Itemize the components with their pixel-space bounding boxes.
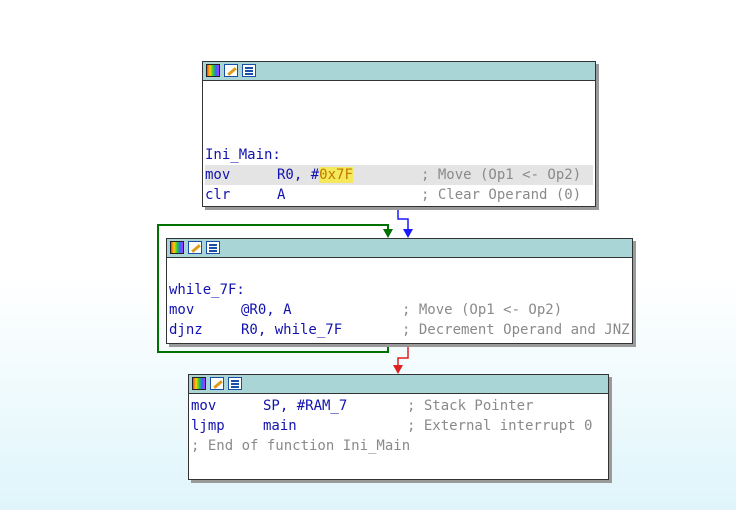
code-line-footer[interactable]: ; End of function Ini_Main <box>191 436 410 456</box>
graph-overview-icon[interactable] <box>206 241 220 254</box>
edit-pencil-icon[interactable] <box>188 241 202 254</box>
block-header[interactable] <box>167 239 632 258</box>
operand[interactable]: A <box>277 187 286 203</box>
graph-overview-icon[interactable] <box>228 377 242 390</box>
edge-main-to-loop-arrow <box>403 229 413 238</box>
end-of-function-comment: ; End of function Ini_Main <box>191 438 411 454</box>
edit-pencil-icon[interactable] <box>210 377 224 390</box>
code-line-label[interactable]: Ini_Main: <box>205 145 281 165</box>
block-header[interactable] <box>189 375 608 394</box>
comment: ; Move (Op1 <- Op2) <box>421 167 582 183</box>
mnemonic[interactable]: ljmp <box>191 418 225 434</box>
mnemonic[interactable]: mov <box>205 167 231 183</box>
code-block-exit[interactable]: mov SP, #RAM_7 ; Stack Pointer ljmp main… <box>188 374 609 480</box>
code-line[interactable]: ljmp main ; External interrupt 0 <box>191 416 592 436</box>
edit-pencil-icon[interactable] <box>224 64 238 77</box>
operand[interactable]: R0, while_7F <box>241 322 343 338</box>
operand[interactable]: SP, #RAM_7 <box>263 398 348 414</box>
code-line-selected[interactable]: mov R0, #0x7F ; Move (Op1 <- Op2) <box>205 165 593 185</box>
code-line[interactable]: mov SP, #RAM_7 ; Stack Pointer <box>191 396 533 416</box>
edge-loop-back <box>157 224 389 353</box>
comment: ; External interrupt 0 <box>407 418 593 434</box>
code-line[interactable]: mov @R0, A ; Move (Op1 <- Op2) <box>169 300 562 320</box>
code-block-ini-main[interactable]: Ini_Main: mov R0, #0x7F ; Move (Op1 <- O… <box>202 61 596 207</box>
color-palette-icon[interactable] <box>206 64 220 77</box>
operand[interactable]: @R0, A <box>241 302 292 318</box>
edge-loop-to-exit <box>397 344 409 366</box>
code-line[interactable]: clr A ; Clear Operand (0) <box>205 185 581 205</box>
code-line-label[interactable]: while_7F: <box>169 280 245 300</box>
code-line[interactable]: djnz R0, while_7F ; Decrement Operand an… <box>169 320 630 340</box>
graph-overview-icon[interactable] <box>242 64 256 77</box>
edge-loop-back-arrow <box>383 229 393 238</box>
label-while-7f[interactable]: while_7F: <box>169 282 245 298</box>
operand[interactable]: main <box>263 418 297 434</box>
comment: ; Move (Op1 <- Op2) <box>402 302 563 318</box>
mnemonic[interactable]: djnz <box>169 322 203 338</box>
edge-loop-to-exit-arrow <box>393 365 403 374</box>
color-palette-icon[interactable] <box>170 241 184 254</box>
code-block-while-7f[interactable]: while_7F: mov @R0, A ; Move (Op1 <- Op2)… <box>166 238 633 344</box>
mnemonic[interactable]: clr <box>205 187 231 203</box>
mnemonic[interactable]: mov <box>191 398 217 414</box>
label-ini-main[interactable]: Ini_Main: <box>205 147 281 163</box>
color-palette-icon[interactable] <box>192 377 206 390</box>
edge-main-to-loop <box>397 207 409 230</box>
comment: ; Stack Pointer <box>407 398 534 414</box>
highlighted-operand[interactable]: 0x7F <box>319 167 353 183</box>
block-header[interactable] <box>203 62 595 81</box>
comment: ; Decrement Operand and JNZ <box>402 322 630 338</box>
operand-prefix: R0, # <box>277 167 320 183</box>
mnemonic[interactable]: mov <box>169 302 195 318</box>
comment: ; Clear Operand (0) <box>421 187 582 203</box>
operand[interactable]: R0, #0x7F <box>277 165 353 185</box>
